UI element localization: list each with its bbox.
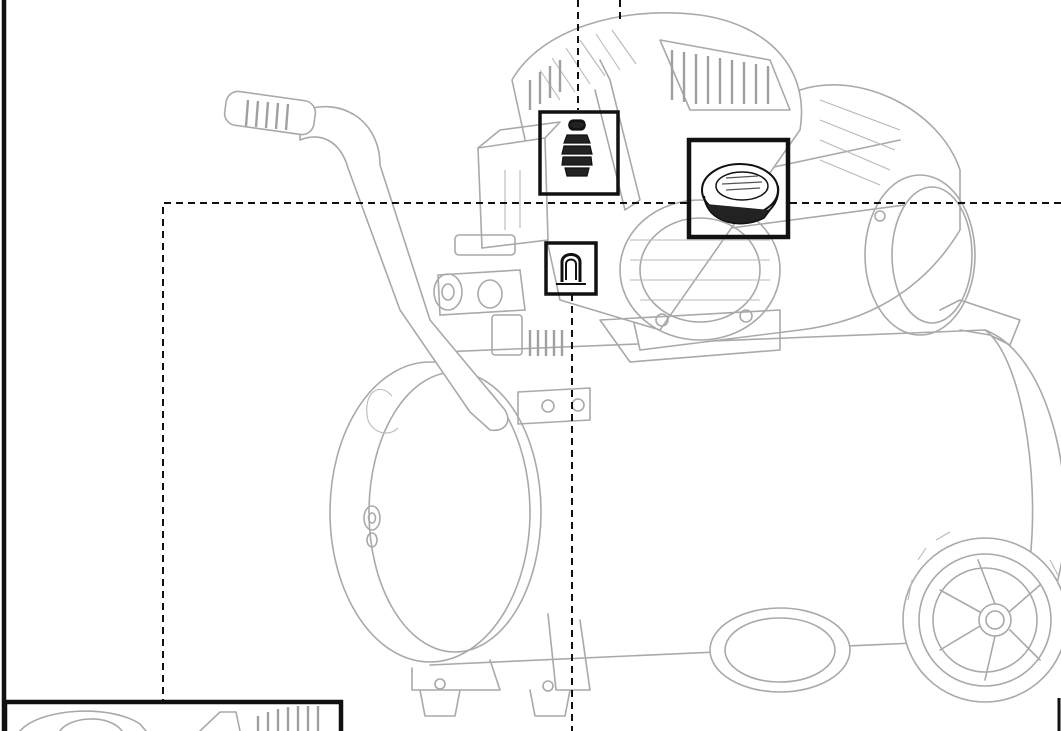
callout-air-filter <box>686 137 791 240</box>
cart-handle <box>223 90 509 432</box>
rear-wheel <box>709 607 851 693</box>
tank-drain-fitting <box>363 505 381 531</box>
air-filter-icon <box>701 163 780 225</box>
wheels <box>709 531 1061 703</box>
pressure-switch <box>433 121 564 356</box>
inset-detail-art <box>19 706 320 731</box>
check-valve-icon <box>556 253 586 285</box>
front-wheel <box>902 537 1061 703</box>
handle-grip <box>223 90 317 136</box>
outlet-coupler <box>433 273 463 311</box>
callout-check-valve <box>544 241 598 296</box>
breather-plug-icon <box>561 119 593 177</box>
leader-lines <box>162 0 1061 731</box>
callout-breather-plug <box>538 110 620 196</box>
tank-end-cap <box>329 361 531 663</box>
inset-detail-box <box>2 699 344 731</box>
compressor-line-art <box>223 12 1061 717</box>
pressure-gauge <box>477 279 503 309</box>
leader-line-inset <box>162 202 687 702</box>
tank-bracket <box>517 387 591 425</box>
